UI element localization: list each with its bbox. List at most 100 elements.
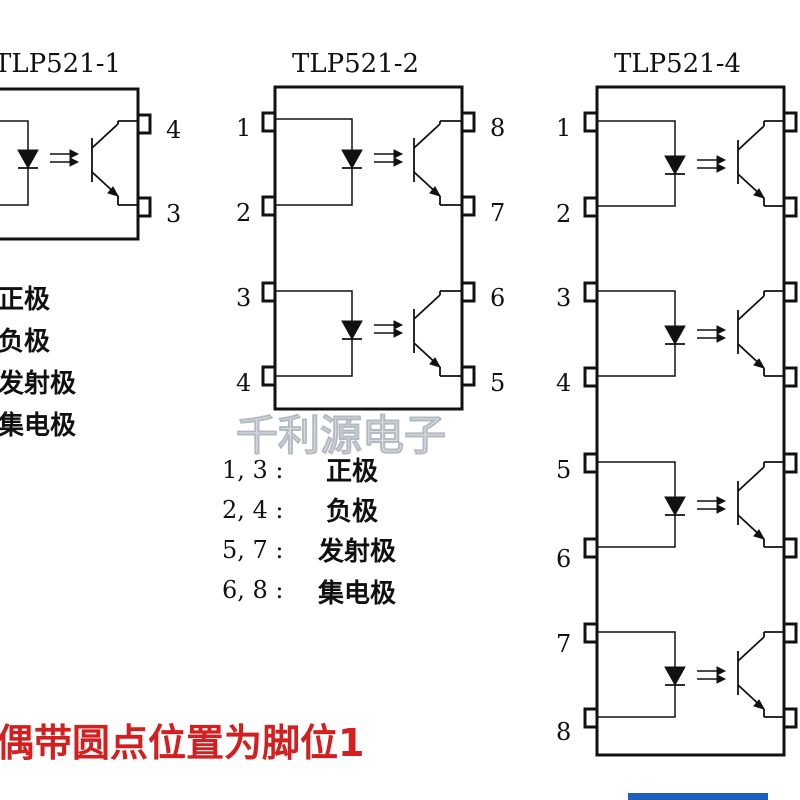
chip2-channel-a bbox=[275, 118, 462, 206]
chip1-legend-4: 集电极 bbox=[0, 410, 77, 441]
chip4-collector-diag-1 bbox=[737, 125, 765, 151]
chip4-pin-label-2: 2 bbox=[556, 200, 571, 228]
chip4-arrowhead-b-3-icon bbox=[716, 504, 727, 514]
chip4-pin-label-3: 3 bbox=[556, 284, 571, 312]
chip4-emitter-arrow-1-icon bbox=[753, 188, 766, 199]
chip4-left-pad-top-4 bbox=[583, 622, 599, 644]
watermark-text: 千利源电子 bbox=[236, 411, 446, 460]
chip4-left-pad-top-2 bbox=[583, 281, 599, 303]
chip4-right-pad-top-1 bbox=[782, 111, 798, 133]
chip4-diode-wire-3 bbox=[597, 461, 676, 548]
chip4-pin-label-8: 8 bbox=[556, 718, 571, 746]
chip4-pin-label-7: 7 bbox=[556, 630, 571, 658]
chip4-arrowhead-a-3-icon bbox=[716, 496, 727, 506]
chip4-arrowhead-a-1-icon bbox=[716, 155, 727, 165]
chip4-led-2-icon bbox=[664, 325, 686, 346]
chip2-pin-label-6: 6 bbox=[490, 284, 505, 312]
chip2-legend-value-1: 正极 bbox=[326, 457, 379, 487]
chip4-led-4-icon bbox=[664, 666, 686, 687]
chip2-led-a-icon bbox=[341, 149, 363, 170]
chip4-diode-wire-1 bbox=[597, 120, 676, 207]
chip4-package bbox=[583, 85, 798, 757]
chip4-diode-wire-2 bbox=[597, 290, 676, 377]
chip4-left-pad-bottom-1 bbox=[583, 196, 599, 218]
chip2-legend-value-3: 发射极 bbox=[317, 536, 397, 567]
chip1-legend-1: 正极 bbox=[0, 285, 51, 315]
chip4-right-pad-top-4 bbox=[782, 622, 798, 644]
chip2-legend-key-1: 1, 3 : bbox=[222, 456, 284, 484]
chip1-diode-wire bbox=[0, 120, 29, 206]
chip4-led-3-icon bbox=[664, 496, 686, 517]
chip1-light-arrows-icon bbox=[50, 149, 80, 167]
chip2-pin-8-pad bbox=[460, 111, 476, 133]
chip4-led-1-icon bbox=[664, 155, 686, 176]
chip2-body bbox=[273, 85, 464, 411]
chip4-right-pad-bottom-1 bbox=[782, 196, 798, 218]
chip1-pin-label-4: 4 bbox=[166, 116, 181, 144]
chip2-legend-key-3: 5, 7 : bbox=[222, 536, 284, 564]
chip2-package bbox=[261, 85, 476, 411]
chip2-legend-key-2: 2, 4 : bbox=[222, 496, 284, 524]
chip2-legend-value-4: 集电极 bbox=[317, 578, 397, 609]
chip2-channel-b bbox=[275, 290, 462, 377]
chip4-right-pad-bottom-3 bbox=[782, 537, 798, 559]
chip2-pin-6-pad bbox=[460, 281, 476, 303]
chip4-right-pad-bottom-2 bbox=[782, 366, 798, 388]
chip4-collector-diag-4 bbox=[737, 636, 765, 662]
chip4-arrowhead-b-1-icon bbox=[716, 163, 727, 173]
chip4-pin-label-1: 1 bbox=[556, 114, 571, 142]
chip2-pin-4-pad bbox=[261, 365, 277, 387]
chip1-body bbox=[0, 87, 140, 241]
chip4-collector-diag-2 bbox=[737, 295, 765, 321]
chip4-emitter-arrow-3-icon bbox=[753, 529, 766, 540]
bottom-bar bbox=[628, 793, 768, 800]
chip2-led-b-icon bbox=[341, 320, 363, 341]
chip2-pin-label-7: 7 bbox=[490, 199, 505, 227]
chip4-left-pad-top-1 bbox=[583, 111, 599, 133]
chip4-arrowhead-a-4-icon bbox=[716, 666, 727, 676]
chip2-pin-label-2: 2 bbox=[236, 199, 251, 227]
chip4-emitter-arrow-4-icon bbox=[753, 699, 766, 710]
chip1-title: TLP521-1 bbox=[0, 49, 121, 79]
chip1-package bbox=[0, 87, 152, 241]
chip1-pin-4-pad bbox=[136, 113, 152, 135]
chip4-arrowhead-b-2-icon bbox=[716, 333, 727, 343]
chip1-led-icon bbox=[17, 149, 39, 170]
chip2-phototransistor-b-icon bbox=[413, 290, 462, 377]
chip4-pin-label-6: 6 bbox=[556, 545, 571, 573]
chip2-pin-2-pad bbox=[261, 195, 277, 217]
chip2-pin-label-8: 8 bbox=[490, 114, 505, 142]
chip2-pin-5-pad bbox=[460, 365, 476, 387]
chip4-body bbox=[595, 85, 786, 757]
chip4-diode-wire-4 bbox=[597, 631, 676, 718]
chip4-emitter-arrow-2-icon bbox=[753, 358, 766, 369]
chip2-pin-3-pad bbox=[261, 281, 277, 303]
chip2-pin-label-4: 4 bbox=[236, 369, 251, 397]
chip1-legend-2: 负极 bbox=[0, 327, 51, 357]
chip4-left-pad-bottom-2 bbox=[583, 366, 599, 388]
chip2-pin-label-3: 3 bbox=[236, 284, 251, 312]
chip2-pin-1-pad bbox=[261, 111, 277, 133]
chip2-legend-value-2: 负极 bbox=[326, 497, 379, 527]
chip4-left-pad-bottom-3 bbox=[583, 537, 599, 559]
chip4-arrowhead-a-2-icon bbox=[716, 325, 727, 335]
chip4-left-pad-bottom-4 bbox=[583, 707, 599, 729]
chip4-arrowhead-b-4-icon bbox=[716, 674, 727, 684]
chip4-pin-label-5: 5 bbox=[556, 456, 571, 484]
chip2-phototransistor-a-icon bbox=[413, 120, 462, 206]
chip2-legend-key-4: 6, 8 : bbox=[222, 576, 284, 604]
chip1-legend-3: 发射极 bbox=[0, 368, 77, 399]
chip4-pin-label-4: 4 bbox=[556, 369, 571, 397]
chip4-right-pad-bottom-4 bbox=[782, 707, 798, 729]
chip2-legend: 1, 3 : 正极 2, 4 : 负极 5, 7 : 发射极 6, 8 : 集电… bbox=[222, 456, 397, 609]
chip2-pin-7-pad bbox=[460, 195, 476, 217]
chip4-right-pad-top-3 bbox=[782, 452, 798, 474]
chip2-title: TLP521-2 bbox=[292, 49, 419, 79]
chip1-pin-label-3: 3 bbox=[166, 200, 181, 228]
chip1-pin-3-pad bbox=[136, 196, 152, 218]
chip1-phototransistor-icon bbox=[91, 120, 138, 206]
footer-note: 偶带圆点位置为脚位1 bbox=[0, 721, 364, 765]
chip4-left-pad-top-3 bbox=[583, 452, 599, 474]
chip4-collector-diag-3 bbox=[737, 466, 765, 492]
